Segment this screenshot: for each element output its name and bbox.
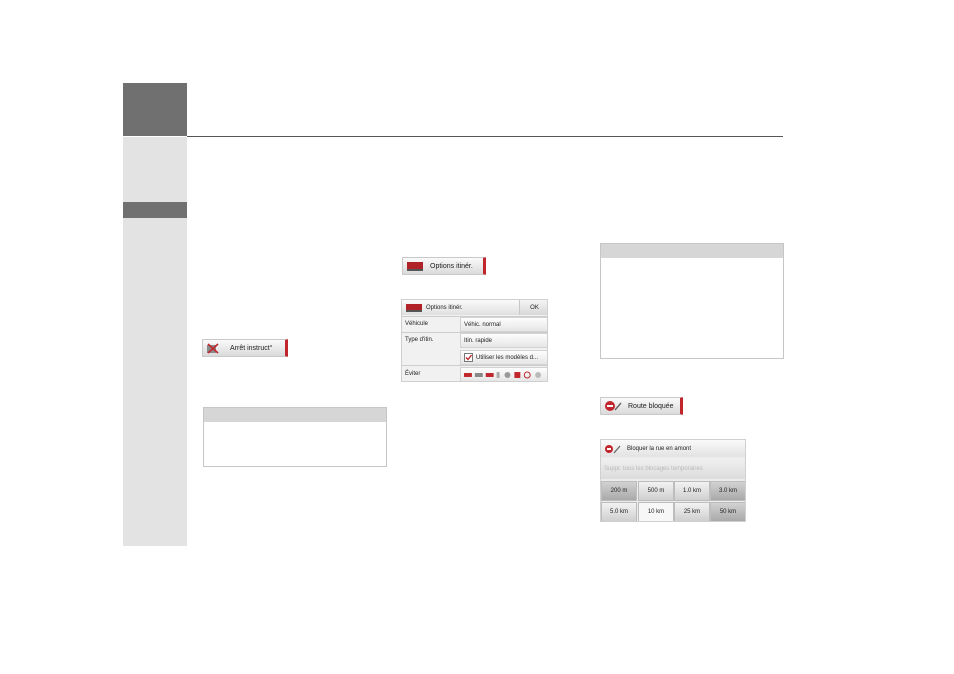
screen-title-bar: Options itinér. (402, 300, 519, 315)
note-header (601, 244, 783, 258)
distance-label: 5.0 km (609, 509, 628, 515)
avoid-icons (464, 371, 542, 378)
distance-button[interactable]: 10 km (638, 502, 674, 521)
distance-button[interactable]: 25 km (674, 502, 710, 521)
distance-label: 1.0 km (682, 488, 701, 494)
route-options-screen: Options itinér. OK Véhicule Véhic. norma… (401, 299, 548, 382)
ok-label: OK (530, 304, 539, 311)
distance-button[interactable]: 5.0 km (601, 502, 637, 521)
sidebar-section-tab (123, 202, 187, 218)
remove-all-label: Suppr. tous les blocages temporaires (604, 465, 703, 472)
vehicle-value: Véhic. normal (464, 321, 501, 328)
blocked-road-icon (604, 400, 622, 412)
screen-title: Bloquer la rue en amont (627, 445, 692, 452)
distance-button[interactable]: 50 km (710, 502, 745, 521)
stop-instructions-label: Arrêt instruct° (230, 344, 273, 352)
route-type-row: Type d'itin. Itin. rapide Utiliser les m… (402, 332, 547, 365)
distance-label: 50 km (719, 509, 737, 515)
route-options-button[interactable]: Options itinér. (402, 257, 486, 275)
use-models-label: Utiliser les modèles d... (476, 354, 539, 361)
avoid-options[interactable] (460, 367, 547, 381)
blocked-road-label: Route bloquée (628, 402, 674, 410)
truck-icon (406, 260, 424, 272)
note-header (204, 408, 386, 422)
use-models-checkbox[interactable]: Utiliser les modèles d... (460, 350, 547, 365)
note-box-left (203, 407, 387, 467)
distance-button[interactable]: 1.0 km (674, 481, 710, 501)
distance-label: 10 km (647, 509, 665, 515)
vehicle-label: Véhicule (405, 321, 429, 327)
vehicle-row: Véhicule Véhic. normal (402, 316, 547, 332)
distance-label: 500 m (647, 488, 665, 494)
distance-label: 200 m (610, 488, 628, 494)
screen-title: Options itinér. (426, 304, 463, 311)
route-type-label: Type d'itin. (405, 337, 434, 343)
distance-button[interactable]: 500 m (638, 481, 674, 501)
vehicle-select[interactable]: Véhic. normal (460, 317, 547, 332)
block-road-screen: Bloquer la rue en amont Suppr. tous les … (600, 439, 746, 522)
blocked-road-button[interactable]: Route bloquée (600, 397, 683, 415)
header-rule (187, 136, 783, 137)
chapter-marker (123, 83, 187, 136)
remove-all-blocks-button[interactable]: Suppr. tous les blocages temporaires (601, 458, 745, 479)
blocked-road-icon (604, 444, 622, 454)
route-options-label: Options itinér. (430, 262, 473, 270)
ok-button[interactable]: OK (519, 300, 547, 315)
stop-instructions-icon (206, 342, 224, 354)
avoid-label: Éviter (405, 371, 421, 377)
route-type-value: Itin. rapide (464, 337, 493, 344)
stop-instructions-button[interactable]: Arrêt instruct° (202, 339, 288, 357)
truck-icon (405, 303, 423, 313)
distance-label: 3.0 km (718, 488, 737, 494)
distance-label: 25 km (683, 509, 701, 515)
note-box-right (600, 243, 784, 359)
sidebar (123, 137, 187, 546)
route-type-select[interactable]: Itin. rapide (460, 333, 547, 348)
distance-button[interactable]: 3.0 km (710, 481, 745, 501)
distance-button[interactable]: 200 m (601, 481, 637, 501)
checkbox-checked-icon (464, 353, 473, 362)
avoid-row: Éviter (402, 365, 547, 381)
screen-title-bar: Bloquer la rue en amont (601, 440, 745, 457)
